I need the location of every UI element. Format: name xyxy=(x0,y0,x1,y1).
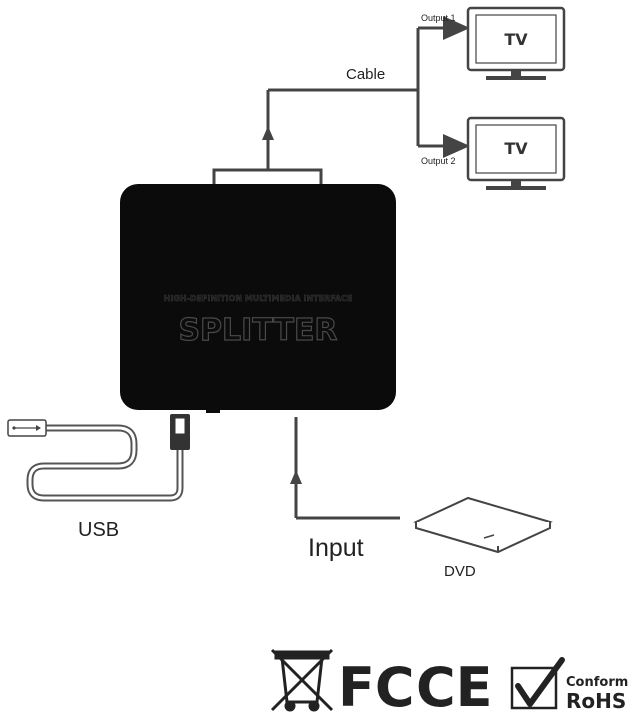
tv-icon xyxy=(466,6,566,80)
splitter-device xyxy=(120,184,396,413)
rohs-check-icon xyxy=(510,657,565,710)
rohs-label: RoHS xyxy=(566,689,626,713)
fcc-icon: FC xyxy=(338,656,415,717)
output-1-label: Output 1 xyxy=(421,13,456,23)
dvd-drive-icon xyxy=(413,496,553,554)
usb-label: USB xyxy=(78,519,119,541)
tv-icon xyxy=(466,116,566,190)
arrow-up-icon xyxy=(262,126,274,140)
ce-mark-text: CE xyxy=(416,656,493,717)
device-title: SPLITTER xyxy=(178,313,337,348)
usb-icon xyxy=(7,419,47,437)
ce-icon: CE xyxy=(416,656,493,717)
tv-1-screen-text: TV xyxy=(504,30,528,49)
cable-label: Cable xyxy=(346,66,385,83)
input-label: Input xyxy=(308,534,364,562)
dvd-label: DVD xyxy=(444,563,476,580)
arrow-up-icon xyxy=(290,470,302,484)
fcc-mark-text: FC xyxy=(338,656,415,717)
weee-bin-icon xyxy=(270,648,334,712)
device-subtitle: HIGH-DEFINITION MULTIMEDIA INTERFACE xyxy=(164,294,353,303)
usb-cable xyxy=(26,424,184,502)
tv-2-screen-text: TV xyxy=(504,139,528,158)
conform-label: Conform xyxy=(566,675,628,690)
output-cable xyxy=(212,16,470,184)
usb-plug xyxy=(170,414,190,450)
output-2-label: Output 2 xyxy=(421,156,456,166)
input-cable xyxy=(294,417,400,520)
